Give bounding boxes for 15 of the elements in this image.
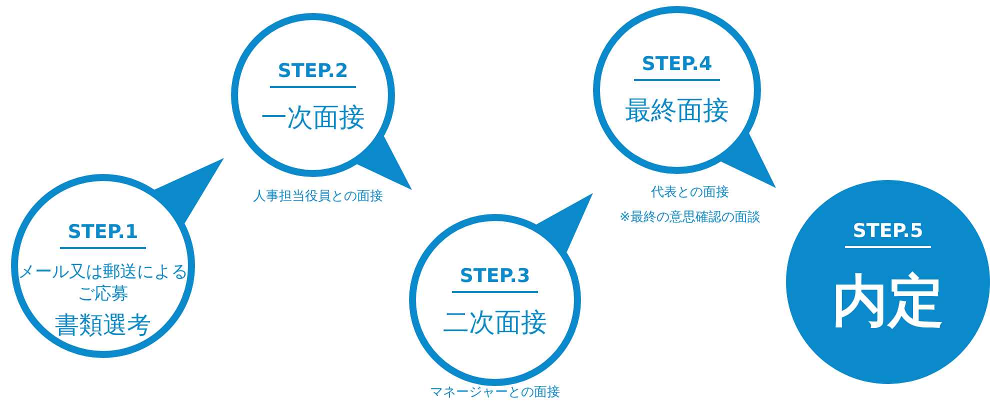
step-label: STEP.1 [60, 221, 146, 249]
step-caption: 代表との面接 [651, 184, 729, 202]
step-title: 書類選考 [55, 310, 151, 341]
step-label: STEP.5 [844, 220, 932, 248]
step-caption: 人事担当役員との面接 [253, 188, 383, 206]
step-label: STEP.2 [270, 60, 356, 88]
step-caption: マネージャーとの面接 [430, 384, 560, 402]
step-title: 一次面接 [261, 102, 365, 135]
step-title: 二次面接 [443, 307, 547, 340]
step-label: STEP.3 [452, 265, 538, 293]
step-note: メール又は郵送によるご応募 [18, 261, 188, 305]
step-caption: ※最終の意思確認の面談 [620, 209, 760, 227]
step-label: STEP.4 [634, 53, 720, 81]
step-title: 内定 [832, 268, 944, 336]
step-title: 最終面接 [625, 95, 729, 128]
